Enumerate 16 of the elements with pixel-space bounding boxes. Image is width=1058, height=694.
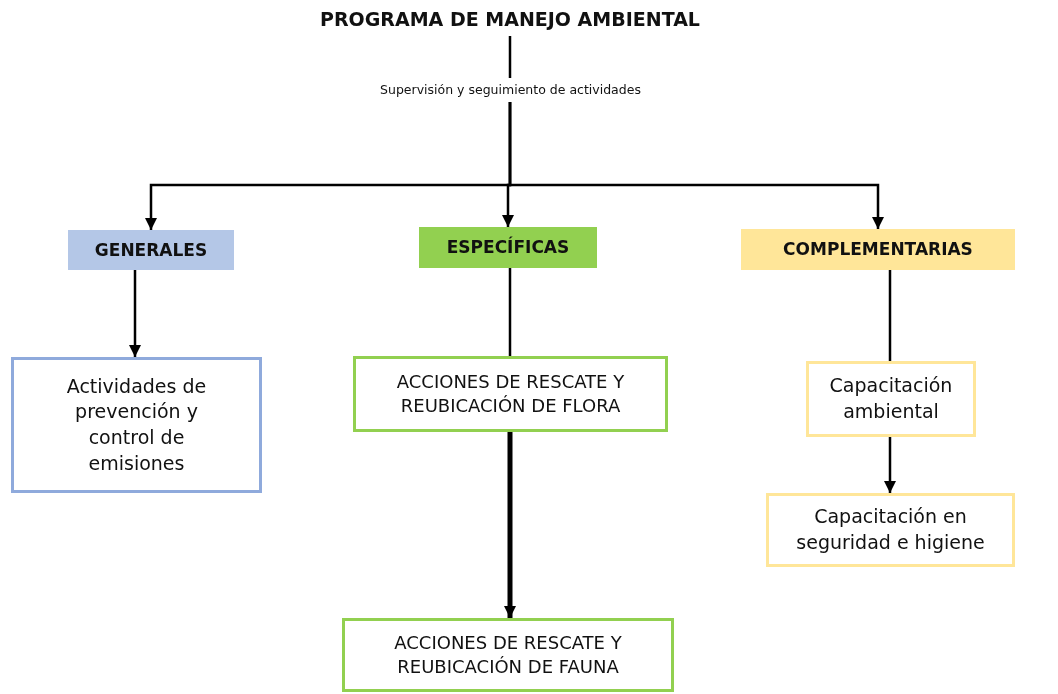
- connector-line: [888, 270, 892, 361]
- process-box: ACCIONES DE RESCATE Y REUBICACIÓN DE FLORA: [353, 356, 668, 432]
- process-box: Capacitación en seguridad e higiene: [766, 493, 1015, 567]
- title-text: PROGRAMA DE MANEJO AMBIENTAL: [250, 4, 770, 36]
- connector-line: [508, 36, 512, 78]
- process-box: ACCIONES DE RESCATE Y REUBICACIÓN DE FAUNA: [342, 618, 674, 692]
- process-box: Actividades de prevención y control de emisiones: [11, 357, 262, 493]
- arrow: [884, 437, 896, 493]
- connector-line: [508, 268, 512, 356]
- arrow: [508, 102, 884, 229]
- process-box: Capacitación ambiental: [806, 361, 976, 437]
- category-box: GENERALES: [68, 230, 234, 270]
- category-box: ESPECÍFICAS: [419, 227, 597, 268]
- category-box: COMPLEMENTARIAS: [741, 229, 1015, 270]
- arrow: [129, 270, 141, 357]
- arrow: [504, 432, 516, 618]
